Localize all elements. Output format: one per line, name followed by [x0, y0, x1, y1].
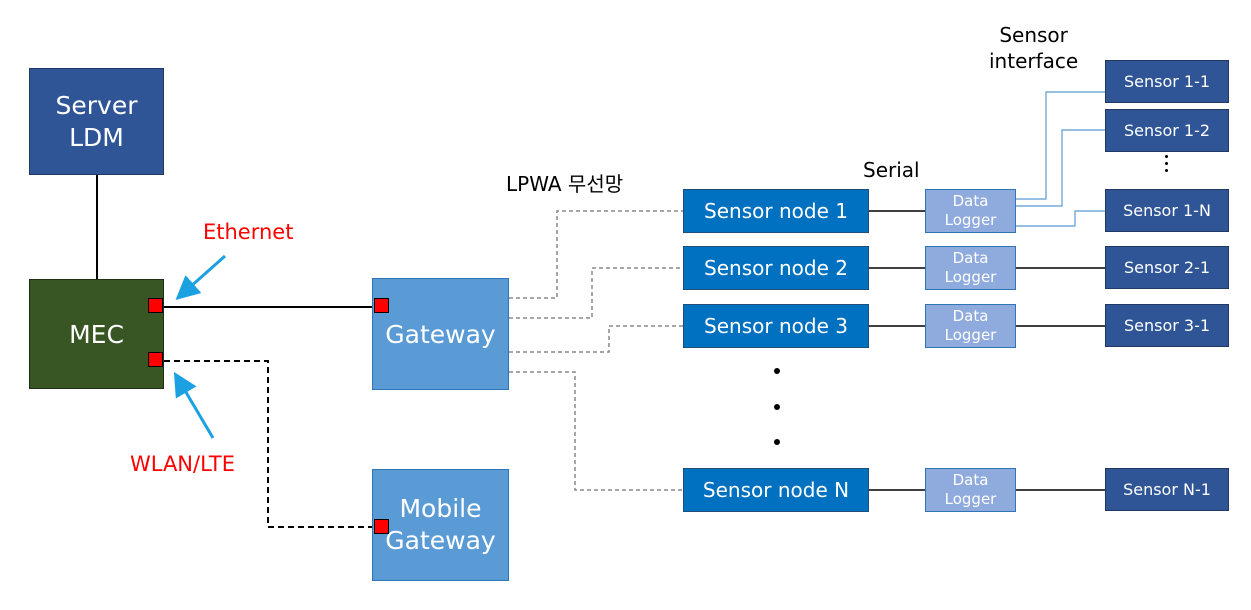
- ellipsis-dot: [774, 368, 780, 374]
- sensor-node-1: Sensor node 1: [683, 189, 869, 233]
- wlan-lte-arrow: [173, 371, 215, 439]
- sensor-ellipsis: [1164, 155, 1170, 176]
- interface-link-1-2: [1016, 129, 1105, 207]
- data-logger-3: Data Logger: [925, 304, 1016, 348]
- mec-ethernet-port: [148, 298, 163, 313]
- sensor-node-2: Sensor node 2: [683, 246, 869, 290]
- gateway-box: Gateway: [372, 278, 509, 390]
- sensor-1-2: Sensor 1-2: [1105, 109, 1229, 152]
- sensor-1-1: Sensor 1-1: [1105, 60, 1229, 103]
- ellipsis-dot: [774, 439, 780, 445]
- ethernet-label: Ethernet: [203, 220, 294, 244]
- serial-label: Serial: [863, 158, 920, 182]
- ethernet-arrow: [175, 254, 226, 300]
- data-logger-n: Data Logger: [925, 468, 1016, 512]
- lpwa-link-2: [509, 267, 683, 319]
- mec-box: MEC: [29, 279, 164, 389]
- sensor-2-1: Sensor 2-1: [1105, 246, 1229, 289]
- gateway-ethernet-port: [374, 298, 389, 313]
- lpwa-link-3: [509, 325, 683, 353]
- sensor-node-3: Sensor node 3: [683, 304, 869, 348]
- sensor-1-n: Sensor 1-N: [1105, 189, 1229, 232]
- lpwa-link-1: [509, 210, 683, 299]
- data-logger-2: Data Logger: [925, 246, 1016, 290]
- server-ldm-box: Server LDM: [29, 68, 164, 175]
- wlan-lte-label: WLAN/LTE: [130, 452, 235, 476]
- lpwa-label: LPWA 무선망: [506, 172, 624, 196]
- sensor-node-n: Sensor node N: [683, 468, 869, 512]
- wlan-lte-link: [164, 360, 375, 528]
- ellipsis-dot: [774, 404, 780, 410]
- mec-wlan-port: [148, 352, 163, 367]
- mobile-gateway-port: [374, 519, 389, 534]
- data-logger-1: Data Logger: [925, 189, 1016, 233]
- sensor-interface-label: Sensor interface: [989, 23, 1079, 73]
- lpwa-link-n: [509, 371, 683, 491]
- interface-link-1-1: [1016, 91, 1105, 200]
- interface-link-1-n: [1016, 210, 1105, 227]
- sensor-3-1: Sensor 3-1: [1105, 304, 1229, 347]
- sensor-n-1: Sensor N-1: [1105, 468, 1229, 511]
- mobile-gateway-box: Mobile Gateway: [372, 469, 509, 581]
